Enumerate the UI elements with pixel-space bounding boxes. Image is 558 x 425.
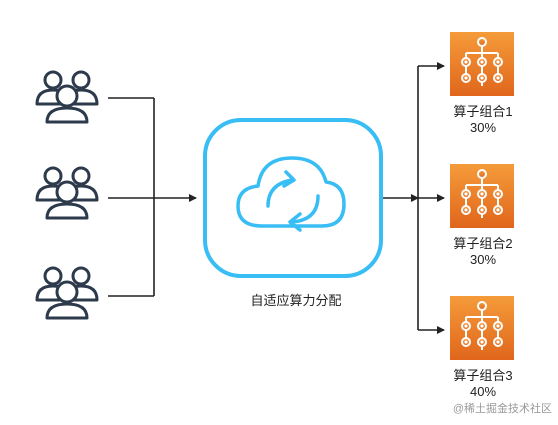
center-node-label: 自适应算力分配 bbox=[250, 293, 342, 308]
target-1-percent: 30% bbox=[469, 120, 497, 135]
adaptive-allocation-node bbox=[203, 118, 383, 278]
step-functions-icon bbox=[449, 163, 515, 229]
input-connectors bbox=[108, 97, 197, 297]
target-2-label: 算子组合2 bbox=[453, 236, 513, 251]
user-group-icon bbox=[35, 266, 99, 320]
step-functions-icon bbox=[449, 31, 515, 97]
target-2-percent: 30% bbox=[469, 252, 497, 267]
user-group-icon bbox=[35, 166, 99, 220]
target-3-label: 算子组合3 bbox=[453, 368, 513, 383]
user-group-icon bbox=[35, 70, 99, 124]
target-1-label: 算子组合1 bbox=[453, 104, 513, 119]
step-functions-icon bbox=[449, 295, 515, 361]
watermark: @稀土掘金技术社区 bbox=[452, 403, 552, 415]
target-3-percent: 40% bbox=[469, 384, 497, 399]
output-connectors bbox=[383, 62, 445, 334]
cloud-sync-icon bbox=[236, 156, 346, 232]
